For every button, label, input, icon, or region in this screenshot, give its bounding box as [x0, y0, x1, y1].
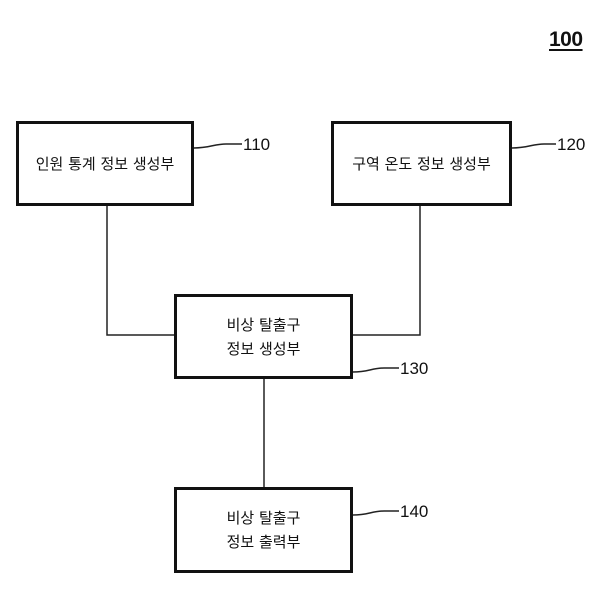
block-label: 구역 온도 정보 생성부: [352, 154, 491, 173]
leader-line-130: [352, 367, 399, 373]
block-emergency-exit-info-output: 비상 탈출구 정보 출력부: [174, 487, 353, 573]
figure-number: 100: [549, 28, 583, 51]
reference-numeral-110: 110: [243, 135, 271, 154]
connector-110-to-130: [106, 206, 174, 336]
block-label-line2: 정보 생성부: [226, 339, 301, 358]
block-label-line1: 비상 탈출구: [226, 509, 301, 527]
block-personnel-statistics-generator: 인원 통계 정보 생성부: [16, 121, 194, 206]
connector-120-to-130: [353, 206, 421, 336]
block-zone-temperature-generator: 구역 온도 정보 생성부: [331, 121, 512, 206]
leader-line-120: [511, 143, 556, 149]
block-label: 인원 통계 정보 생성부: [35, 154, 175, 173]
reference-numeral-120: 120: [557, 135, 586, 154]
block-label-line2: 정보 출력부: [226, 533, 301, 551]
reference-numeral-140: 140: [400, 502, 429, 521]
block-emergency-exit-info-generator: 비상 탈출구 정보 생성부: [174, 294, 353, 379]
leader-line-110: [193, 143, 242, 149]
reference-numeral-130: 130: [400, 359, 429, 378]
leader-line-140: [352, 510, 399, 516]
block-label-line1: 비상 탈출구: [226, 315, 301, 334]
